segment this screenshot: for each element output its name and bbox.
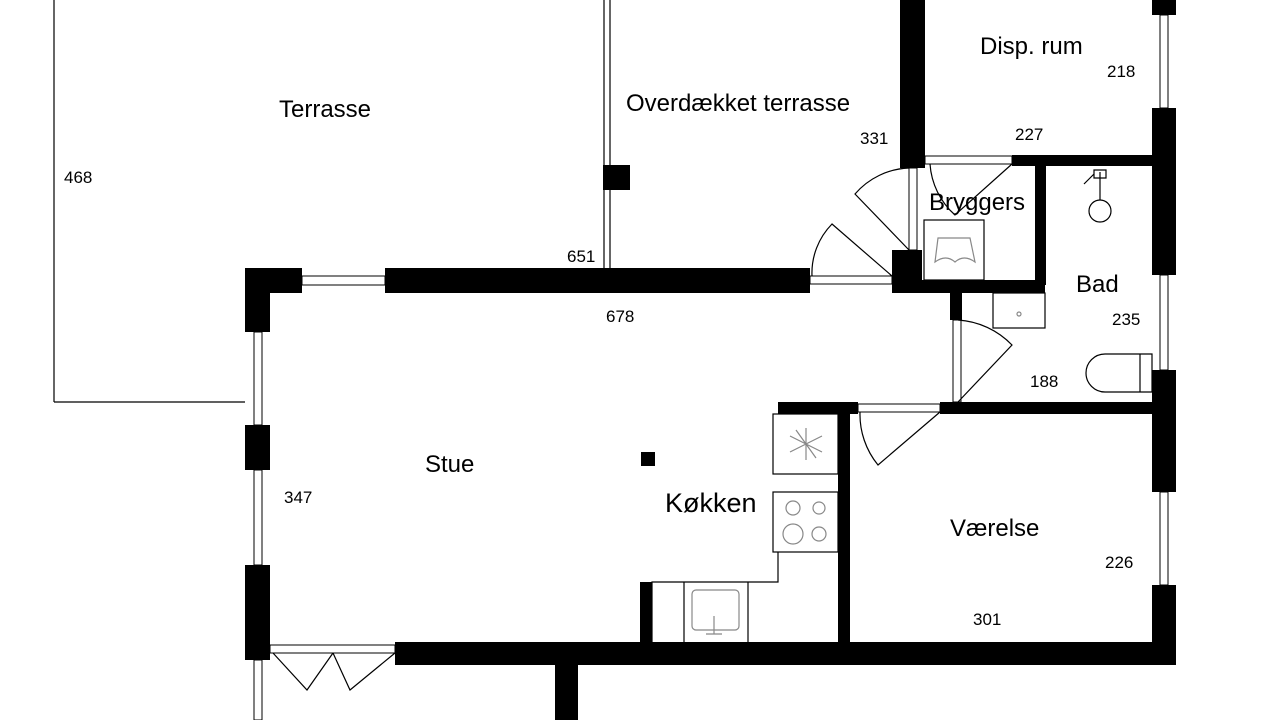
post [603, 165, 630, 190]
windows [253, 14, 1169, 720]
room-kokken: Køkken [665, 488, 757, 518]
fridge [772, 413, 839, 475]
dim-terrasse: 468 [64, 168, 92, 187]
shower-head [1088, 199, 1112, 223]
fixtures [641, 169, 1153, 642]
dim-overdaekket: 331 [860, 129, 888, 148]
kitchen-sink [691, 589, 740, 631]
room-disp: Disp. rum [980, 33, 1083, 60]
stove [772, 491, 839, 553]
bath-sink [992, 292, 1046, 329]
column [641, 452, 655, 466]
dim-disp-2: 227 [1015, 125, 1043, 144]
room-overdaekket: Overdækket terrasse [626, 90, 850, 117]
terrace-outline [53, 0, 630, 403]
room-bryggers: Bryggers [929, 189, 1025, 216]
toilet [1085, 353, 1153, 393]
dim-bad-2: 188 [1030, 372, 1058, 391]
room-bad: Bad [1076, 271, 1119, 298]
dim-stue: 678 [606, 307, 634, 326]
doors [272, 163, 1013, 691]
room-terrasse: Terrasse [279, 96, 371, 123]
room-vaerelse: Værelse [950, 515, 1039, 542]
washing-machine [923, 219, 985, 281]
walls [245, 0, 1176, 720]
dim-stue-2: 347 [284, 488, 312, 507]
labels: Terrasse 468 651 Overdækket terrasse 331… [64, 33, 1140, 629]
dim-vaerelse-2: 301 [973, 610, 1001, 629]
dim-disp: 218 [1107, 62, 1135, 81]
dim-terrasse-2: 651 [567, 247, 595, 266]
dim-vaerelse: 226 [1105, 553, 1133, 572]
room-stue: Stue [425, 451, 474, 478]
dim-bad: 235 [1112, 310, 1140, 329]
